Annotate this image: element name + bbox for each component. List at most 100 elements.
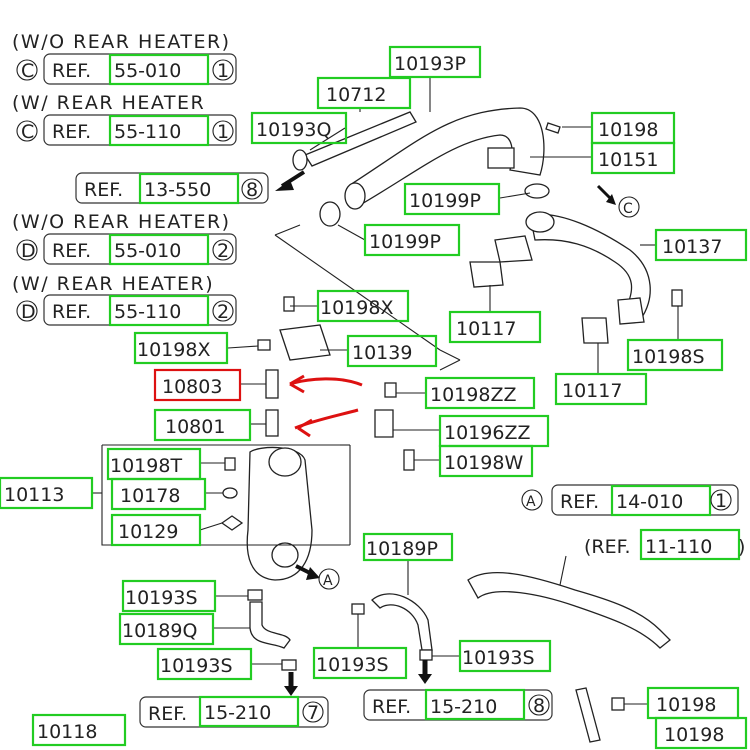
svg-text:10113: 10113 <box>4 484 64 506</box>
clamp-drawing <box>247 589 263 601</box>
part-label[interactable]: 10193S <box>312 646 408 680</box>
outlet-flange-drawing <box>268 447 302 477</box>
svg-text:10199P: 10199P <box>369 231 441 253</box>
svg-text:10118: 10118 <box>37 721 97 743</box>
part-label-highlighted[interactable]: 10803 <box>153 368 242 402</box>
outlet-port-drawing <box>271 542 299 568</box>
ref-code: 13-550 <box>144 179 211 201</box>
header-note: (W/ REAR HEATER <box>12 92 205 114</box>
part-label[interactable]: 10189Q <box>118 612 215 646</box>
svg-text:A: A <box>323 573 333 589</box>
circle-letter: D <box>21 301 36 323</box>
ref-callout[interactable]: REF. 13-550 8 <box>75 172 269 205</box>
part-label[interactable]: 10129 <box>110 513 202 547</box>
part-label[interactable]: 10199P <box>403 182 501 216</box>
part-label[interactable]: 10193Q <box>250 111 348 145</box>
gasket-drawing <box>581 317 609 344</box>
header-note: (W/ REAR HEATER) <box>12 273 214 295</box>
hose-drawing <box>304 111 417 167</box>
svg-text:10117: 10117 <box>456 318 516 340</box>
arrow-icon <box>275 180 294 191</box>
marker-a[interactable]: A <box>318 568 340 590</box>
hose-drawing <box>249 601 291 649</box>
ref-callout[interactable]: REF. 15-210 8 <box>363 688 553 721</box>
bolt-drawing <box>671 289 683 307</box>
red-arrow-icon <box>289 377 363 387</box>
part-label[interactable]: 10198ZZ <box>424 376 536 410</box>
header-note: (W/O REAR HEATER) <box>12 211 231 233</box>
ref-prefix: REF. <box>52 240 91 262</box>
ref-code: 15-210 <box>430 696 497 718</box>
part-label[interactable]: 10113 <box>0 476 94 510</box>
part-label[interactable]: 10196ZZ <box>438 414 550 448</box>
ref-prefix: (REF. <box>584 536 631 558</box>
part-label[interactable]: 10198 <box>646 686 740 720</box>
part-label[interactable]: 10198S <box>626 338 724 372</box>
arrow-icon <box>306 567 320 580</box>
ref-callout[interactable]: D REF. 55-010 2 <box>16 233 237 266</box>
flange-drawing <box>494 235 533 263</box>
bolt-drawing <box>611 697 625 711</box>
part-label[interactable]: 10712 <box>316 76 412 110</box>
svg-text:10198: 10198 <box>656 694 716 716</box>
ref-number: 8 <box>533 695 545 717</box>
part-label[interactable]: 10178 <box>110 477 207 511</box>
part-label[interactable]: 10193S <box>156 647 253 681</box>
ref-code: 55-010 <box>114 240 181 262</box>
svg-text:10193P: 10193P <box>394 53 466 75</box>
arrow-icon <box>606 194 616 205</box>
part-label[interactable]: 10117 <box>554 372 648 406</box>
header-note: (W/O REAR HEATER) <box>12 31 231 53</box>
part-label[interactable]: 10137 <box>654 228 748 262</box>
part-label[interactable]: 10198 <box>654 716 748 750</box>
part-label[interactable]: 10193S <box>458 639 552 673</box>
svg-text:10198X: 10198X <box>320 297 393 319</box>
part-label[interactable]: 10198X <box>133 331 229 365</box>
part-label[interactable]: 10198W <box>438 444 534 478</box>
ref-callout[interactable]: C REF. 55-110 1 <box>16 114 237 147</box>
bracket-drawing <box>374 409 394 438</box>
part-label[interactable]: 10198 <box>590 111 676 145</box>
ref-callout[interactable]: A REF. 14-010 1 <box>521 484 739 517</box>
part-label[interactable]: 10139 <box>346 334 438 368</box>
part-label[interactable]: 10151 <box>590 141 676 175</box>
circle-letter: D <box>21 240 36 262</box>
part-label[interactable]: 10193S <box>121 579 217 613</box>
ref-callout[interactable]: REF. 15-210 7 <box>139 695 329 728</box>
red-arrow-icon <box>297 418 313 438</box>
sensor-drawing <box>265 409 279 437</box>
part-label[interactable]: 10193P <box>388 45 482 79</box>
ref-number: 2 <box>217 240 229 262</box>
ref-number: ) <box>738 536 745 558</box>
svg-text:10139: 10139 <box>352 342 412 364</box>
part-label[interactable]: 10118 <box>31 713 127 747</box>
svg-text:10178: 10178 <box>120 485 180 507</box>
svg-text:10129: 10129 <box>118 521 178 543</box>
ref-code: 11-110 <box>645 536 712 558</box>
part-label[interactable]: 10199P <box>363 223 461 257</box>
ref-code: 15-210 <box>204 702 271 724</box>
part-label[interactable]: 10801 <box>153 408 252 442</box>
bolt-drawing <box>257 339 271 351</box>
pipe-end-drawing <box>344 182 366 210</box>
arrow-icon <box>596 184 612 200</box>
ref-code: 55-010 <box>114 60 181 82</box>
flange-drawing <box>617 297 645 325</box>
ref-callout[interactable]: D REF. 55-110 2 <box>16 294 237 327</box>
gasket-ring-drawing <box>524 183 550 199</box>
arrow-icon <box>284 686 298 696</box>
svg-text:C: C <box>623 201 633 217</box>
svg-text:10193S: 10193S <box>316 654 389 676</box>
part-label[interactable]: 10198X <box>316 289 410 323</box>
flange-drawing <box>487 147 515 169</box>
marker-c[interactable]: C <box>618 196 640 218</box>
part-label[interactable]: 10198T <box>106 447 202 481</box>
ref-prefix: REF. <box>52 301 91 323</box>
bracket-drawing <box>279 324 331 361</box>
ref-code: 14-010 <box>616 491 683 513</box>
ref-callout[interactable]: C REF. 55-010 1 <box>16 53 237 86</box>
hose-drawing <box>467 571 671 649</box>
ref-callout[interactable]: (REF. 11-110 ) <box>584 528 745 561</box>
part-label[interactable]: 10189P <box>362 532 454 562</box>
part-label[interactable]: 10117 <box>448 310 542 344</box>
